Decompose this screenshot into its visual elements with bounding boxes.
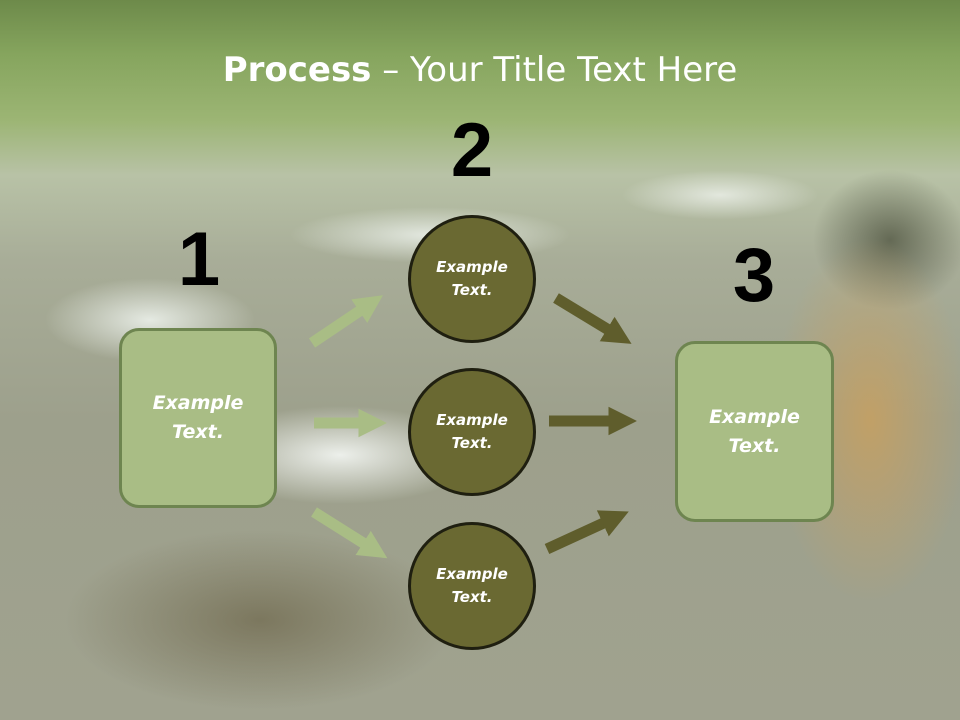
arrow-start-to-top — [308, 295, 383, 348]
arrow-bottom-to-end — [544, 510, 629, 554]
step-number-3: 3 — [732, 233, 776, 318]
step-number-1: 1 — [177, 217, 221, 302]
start-box-label: Example Text. — [152, 392, 244, 443]
circle-top-label: Example Text. — [436, 258, 508, 299]
step-number-2: 2 — [450, 108, 494, 193]
circle-middle: Example Text. — [408, 368, 536, 496]
circle-middle-label: Example Text. — [436, 411, 508, 452]
start-box: Example Text. — [119, 328, 277, 508]
circle-top: Example Text. — [408, 215, 536, 343]
title-bold: Process — [222, 50, 372, 90]
circle-bottom: Example Text. — [408, 522, 536, 650]
end-box-label: Example Text. — [709, 405, 800, 457]
circle-bottom-label: Example Text. — [436, 565, 508, 606]
arrow-start-to-bottom — [311, 507, 388, 559]
end-box: Example Text. — [675, 341, 834, 522]
slide-title: Process – Your Title Text Here — [0, 50, 960, 90]
title-rest: – Your Title Text Here — [371, 50, 738, 90]
arrow-top-to-end — [553, 293, 632, 344]
